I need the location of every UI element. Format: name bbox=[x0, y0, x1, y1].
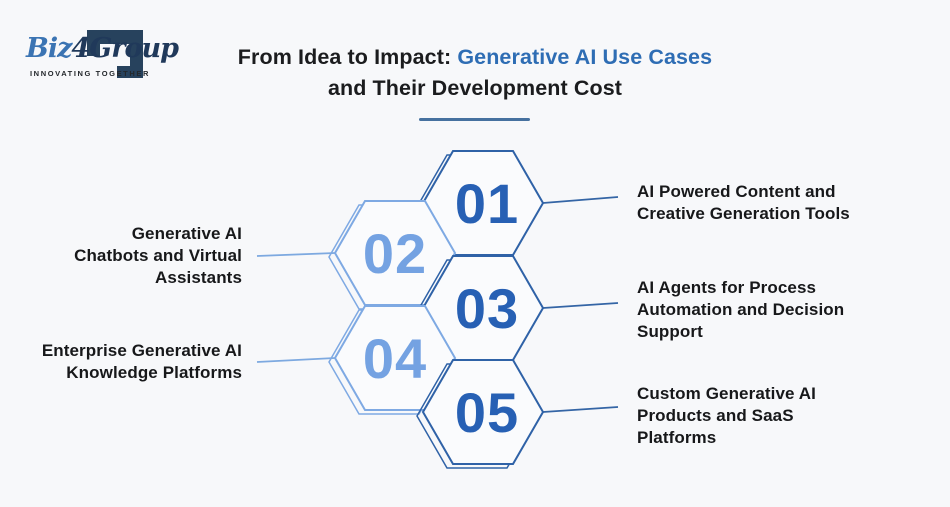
title-line-2: and Their Development Cost bbox=[327, 76, 623, 100]
connector-line-1 bbox=[542, 196, 619, 204]
hexagon-step-2: 02 bbox=[256, 200, 457, 310]
page-title: From Idea to Impact: Generative AI Use C… bbox=[0, 42, 950, 104]
hexagon-5 bbox=[421, 359, 545, 465]
step-number-4: 04 bbox=[363, 327, 427, 390]
hexagon-step-1: 01 bbox=[416, 150, 619, 260]
hexagon-step-5: 05 bbox=[416, 359, 619, 469]
hexagon-step-4: 04 bbox=[256, 305, 457, 415]
label-step-2: Generative AI Chatbots and Virtual Assis… bbox=[74, 224, 242, 287]
title-prefix: From Idea to Impact: bbox=[237, 45, 458, 69]
hexagon-step-3: 03 bbox=[416, 255, 619, 365]
step-number-5: 05 bbox=[455, 381, 519, 444]
biz4group-logo: Biz4Group INNOVATING TOGETHER bbox=[0, 0, 190, 100]
connector-line-5 bbox=[542, 406, 619, 413]
logo-word-four: 4 bbox=[71, 33, 90, 64]
logo-wordmark: Biz4Group bbox=[26, 33, 179, 64]
label-step-1: AI Powered Content and Creative Generati… bbox=[637, 182, 850, 223]
step-number-3: 03 bbox=[455, 277, 519, 340]
step-number-2: 02 bbox=[363, 222, 427, 285]
label-step-3: AI Agents for Process Automation and Dec… bbox=[637, 278, 845, 341]
connector-line-2 bbox=[256, 252, 336, 257]
connector-line-3 bbox=[542, 302, 619, 309]
title-highlight: Generative AI Use Cases bbox=[457, 45, 713, 69]
label-step-4: Enterprise Generative AI Knowledge Platf… bbox=[41, 341, 242, 382]
title-underline bbox=[419, 118, 530, 121]
logo-word-group: Group bbox=[89, 33, 179, 64]
label-step-5: Custom Generative AI Products and SaaS P… bbox=[637, 384, 816, 447]
hexagon-4 bbox=[333, 305, 457, 411]
logo-bracket-icon bbox=[87, 30, 143, 78]
logo-word-biz: Biz bbox=[26, 33, 72, 64]
connector-line-4 bbox=[256, 357, 336, 363]
step-number-1: 01 bbox=[455, 172, 519, 235]
logo-tagline: INNOVATING TOGETHER bbox=[30, 69, 150, 78]
title-line-1: From Idea to Impact: Generative AI Use C… bbox=[0, 42, 950, 73]
